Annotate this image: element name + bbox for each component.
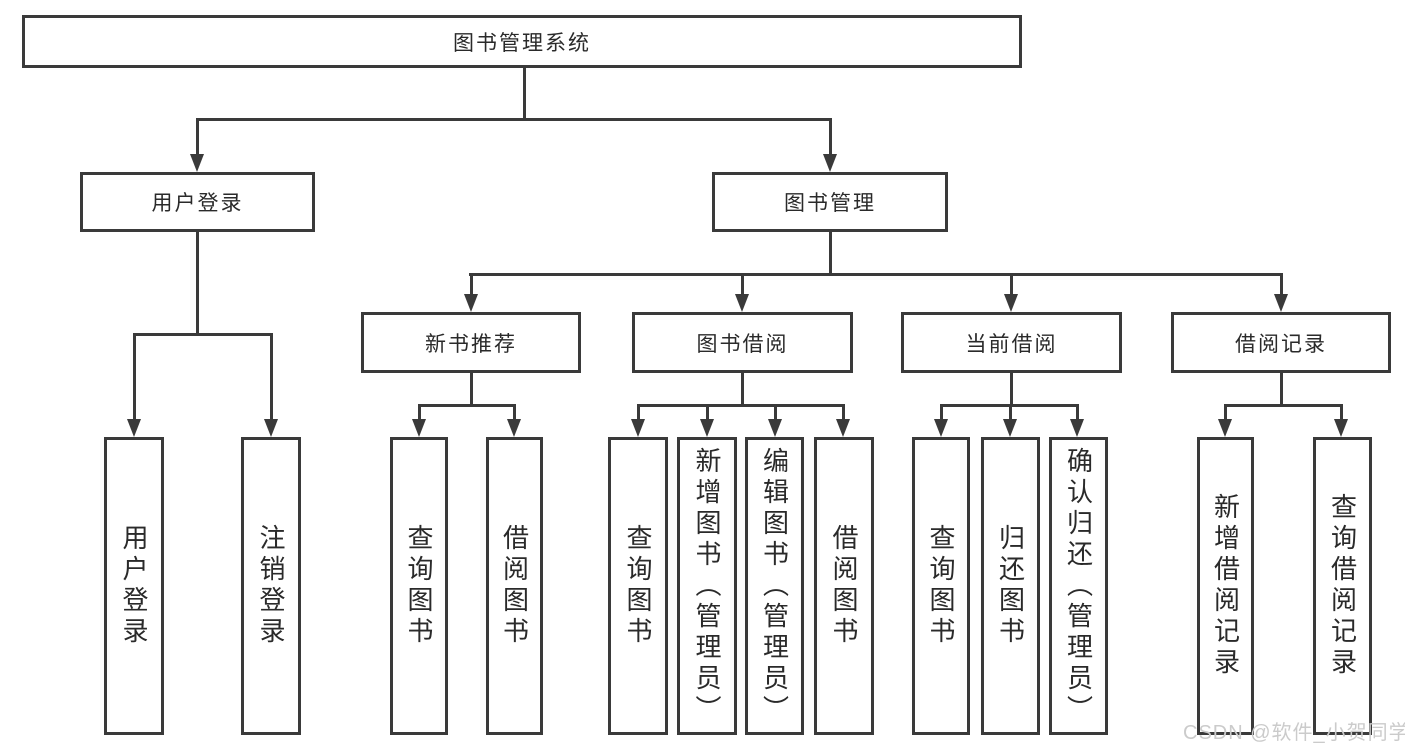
node-root-label: 图书管理系统: [453, 31, 591, 55]
connector-line: [1076, 404, 1079, 421]
node-return-books: 归还图书: [981, 437, 1040, 735]
node-query-borrow-record-label: 查询借阅记录: [1327, 493, 1358, 679]
connector-line: [1224, 404, 1343, 407]
connector-line: [637, 404, 845, 407]
arrow-down-icon: [1334, 419, 1348, 437]
arrow-down-icon: [464, 294, 478, 312]
node-add-borrow-record: 新增借阅记录: [1197, 437, 1254, 735]
connector-line: [842, 404, 845, 421]
connector-line: [829, 232, 832, 276]
arrow-down-icon: [190, 154, 204, 172]
arrow-down-icon: [1003, 419, 1017, 437]
connector-line: [741, 273, 744, 296]
connector-line: [1280, 273, 1283, 296]
connector-line: [196, 118, 832, 121]
node-borrowing-records: 借阅记录: [1171, 312, 1391, 373]
arrow-down-icon: [1070, 419, 1084, 437]
node-borrow-books-a-label: 借阅图书: [499, 524, 530, 648]
node-return-books-label: 归还图书: [995, 524, 1026, 648]
arrow-down-icon: [700, 419, 714, 437]
node-query-books-c-label: 查询图书: [926, 524, 956, 648]
node-user-login-label: 用户登录: [151, 192, 244, 215]
connector-line: [1010, 373, 1013, 406]
connector-line: [1280, 373, 1283, 406]
connector-line: [1010, 273, 1013, 296]
node-current-borrowing-label: 当前借阅: [965, 332, 1058, 356]
node-edit-book-admin: 编辑图书（管理员）: [745, 437, 804, 735]
connector-line: [133, 333, 136, 421]
arrow-down-icon: [1274, 294, 1288, 312]
connector-line: [470, 373, 473, 406]
arrow-down-icon: [1218, 419, 1232, 437]
connector-line: [1340, 404, 1343, 421]
node-borrow-books-b: 借阅图书: [814, 437, 874, 735]
node-query-books-b: 查询图书: [608, 437, 668, 735]
arrow-down-icon: [735, 294, 749, 312]
connector-line: [741, 373, 744, 406]
connector-line: [418, 404, 515, 407]
arrow-down-icon: [264, 419, 278, 437]
connector-line: [1224, 404, 1227, 421]
node-borrowing-records-label: 借阅记录: [1235, 332, 1327, 356]
connector-line: [829, 118, 832, 156]
arrow-down-icon: [768, 419, 782, 437]
connector-line: [1009, 404, 1012, 421]
node-logout-label: 注销登录: [256, 524, 286, 648]
node-add-book-admin-label: 新增图书（管理员）: [692, 446, 722, 726]
node-book-management-label: 图书管理: [784, 192, 876, 215]
node-query-books-a: 查询图书: [390, 437, 448, 735]
node-current-borrowing: 当前借阅: [901, 312, 1122, 373]
connector-line: [270, 333, 273, 421]
connector-line: [418, 404, 421, 421]
node-user-login-leaf: 用户登录: [104, 437, 164, 735]
node-book-management: 图书管理: [712, 172, 948, 232]
node-query-books-c: 查询图书: [912, 437, 970, 735]
node-user-login: 用户登录: [80, 172, 315, 232]
connector-line: [196, 232, 199, 335]
arrow-down-icon: [127, 419, 141, 437]
connector-line: [637, 404, 640, 421]
arrow-down-icon: [412, 419, 426, 437]
arrow-down-icon: [836, 419, 850, 437]
node-query-books-b-label: 查询图书: [623, 524, 653, 648]
node-logout: 注销登录: [241, 437, 301, 735]
arrow-down-icon: [934, 419, 948, 437]
node-borrow-books-a: 借阅图书: [486, 437, 543, 735]
node-book-borrowing: 图书借阅: [632, 312, 853, 373]
arrow-down-icon: [507, 419, 521, 437]
connector-line: [513, 404, 516, 421]
node-edit-book-admin-label: 编辑图书（管理员）: [759, 446, 790, 726]
connector-line: [469, 273, 1283, 276]
node-book-borrowing-label: 图书借阅: [696, 332, 789, 356]
node-new-book-recommendation: 新书推荐: [361, 312, 581, 373]
node-confirm-return-admin-label: 确认归还（管理员）: [1063, 446, 1094, 726]
node-borrow-books-b-label: 借阅图书: [829, 524, 859, 648]
arrow-down-icon: [823, 154, 837, 172]
node-root: 图书管理系统: [22, 15, 1022, 68]
node-query-books-a-label: 查询图书: [404, 524, 434, 648]
arrow-down-icon: [1004, 294, 1018, 312]
connector-line: [706, 404, 709, 421]
arrow-down-icon: [631, 419, 645, 437]
connector-line: [523, 68, 526, 120]
connector-line: [470, 273, 473, 296]
connector-line: [196, 118, 199, 156]
connector-line: [133, 333, 273, 336]
node-query-borrow-record: 查询借阅记录: [1313, 437, 1372, 735]
node-confirm-return-admin: 确认归还（管理员）: [1049, 437, 1108, 735]
node-add-borrow-record-label: 新增借阅记录: [1210, 493, 1241, 679]
connector-line: [774, 404, 777, 421]
node-user-login-leaf-label: 用户登录: [119, 524, 149, 648]
node-new-book-recommendation-label: 新书推荐: [425, 332, 517, 356]
node-add-book-admin: 新增图书（管理员）: [677, 437, 737, 735]
connector-line: [940, 404, 943, 421]
watermark-text: CSDN @软件_小贺同学: [1183, 722, 1405, 744]
